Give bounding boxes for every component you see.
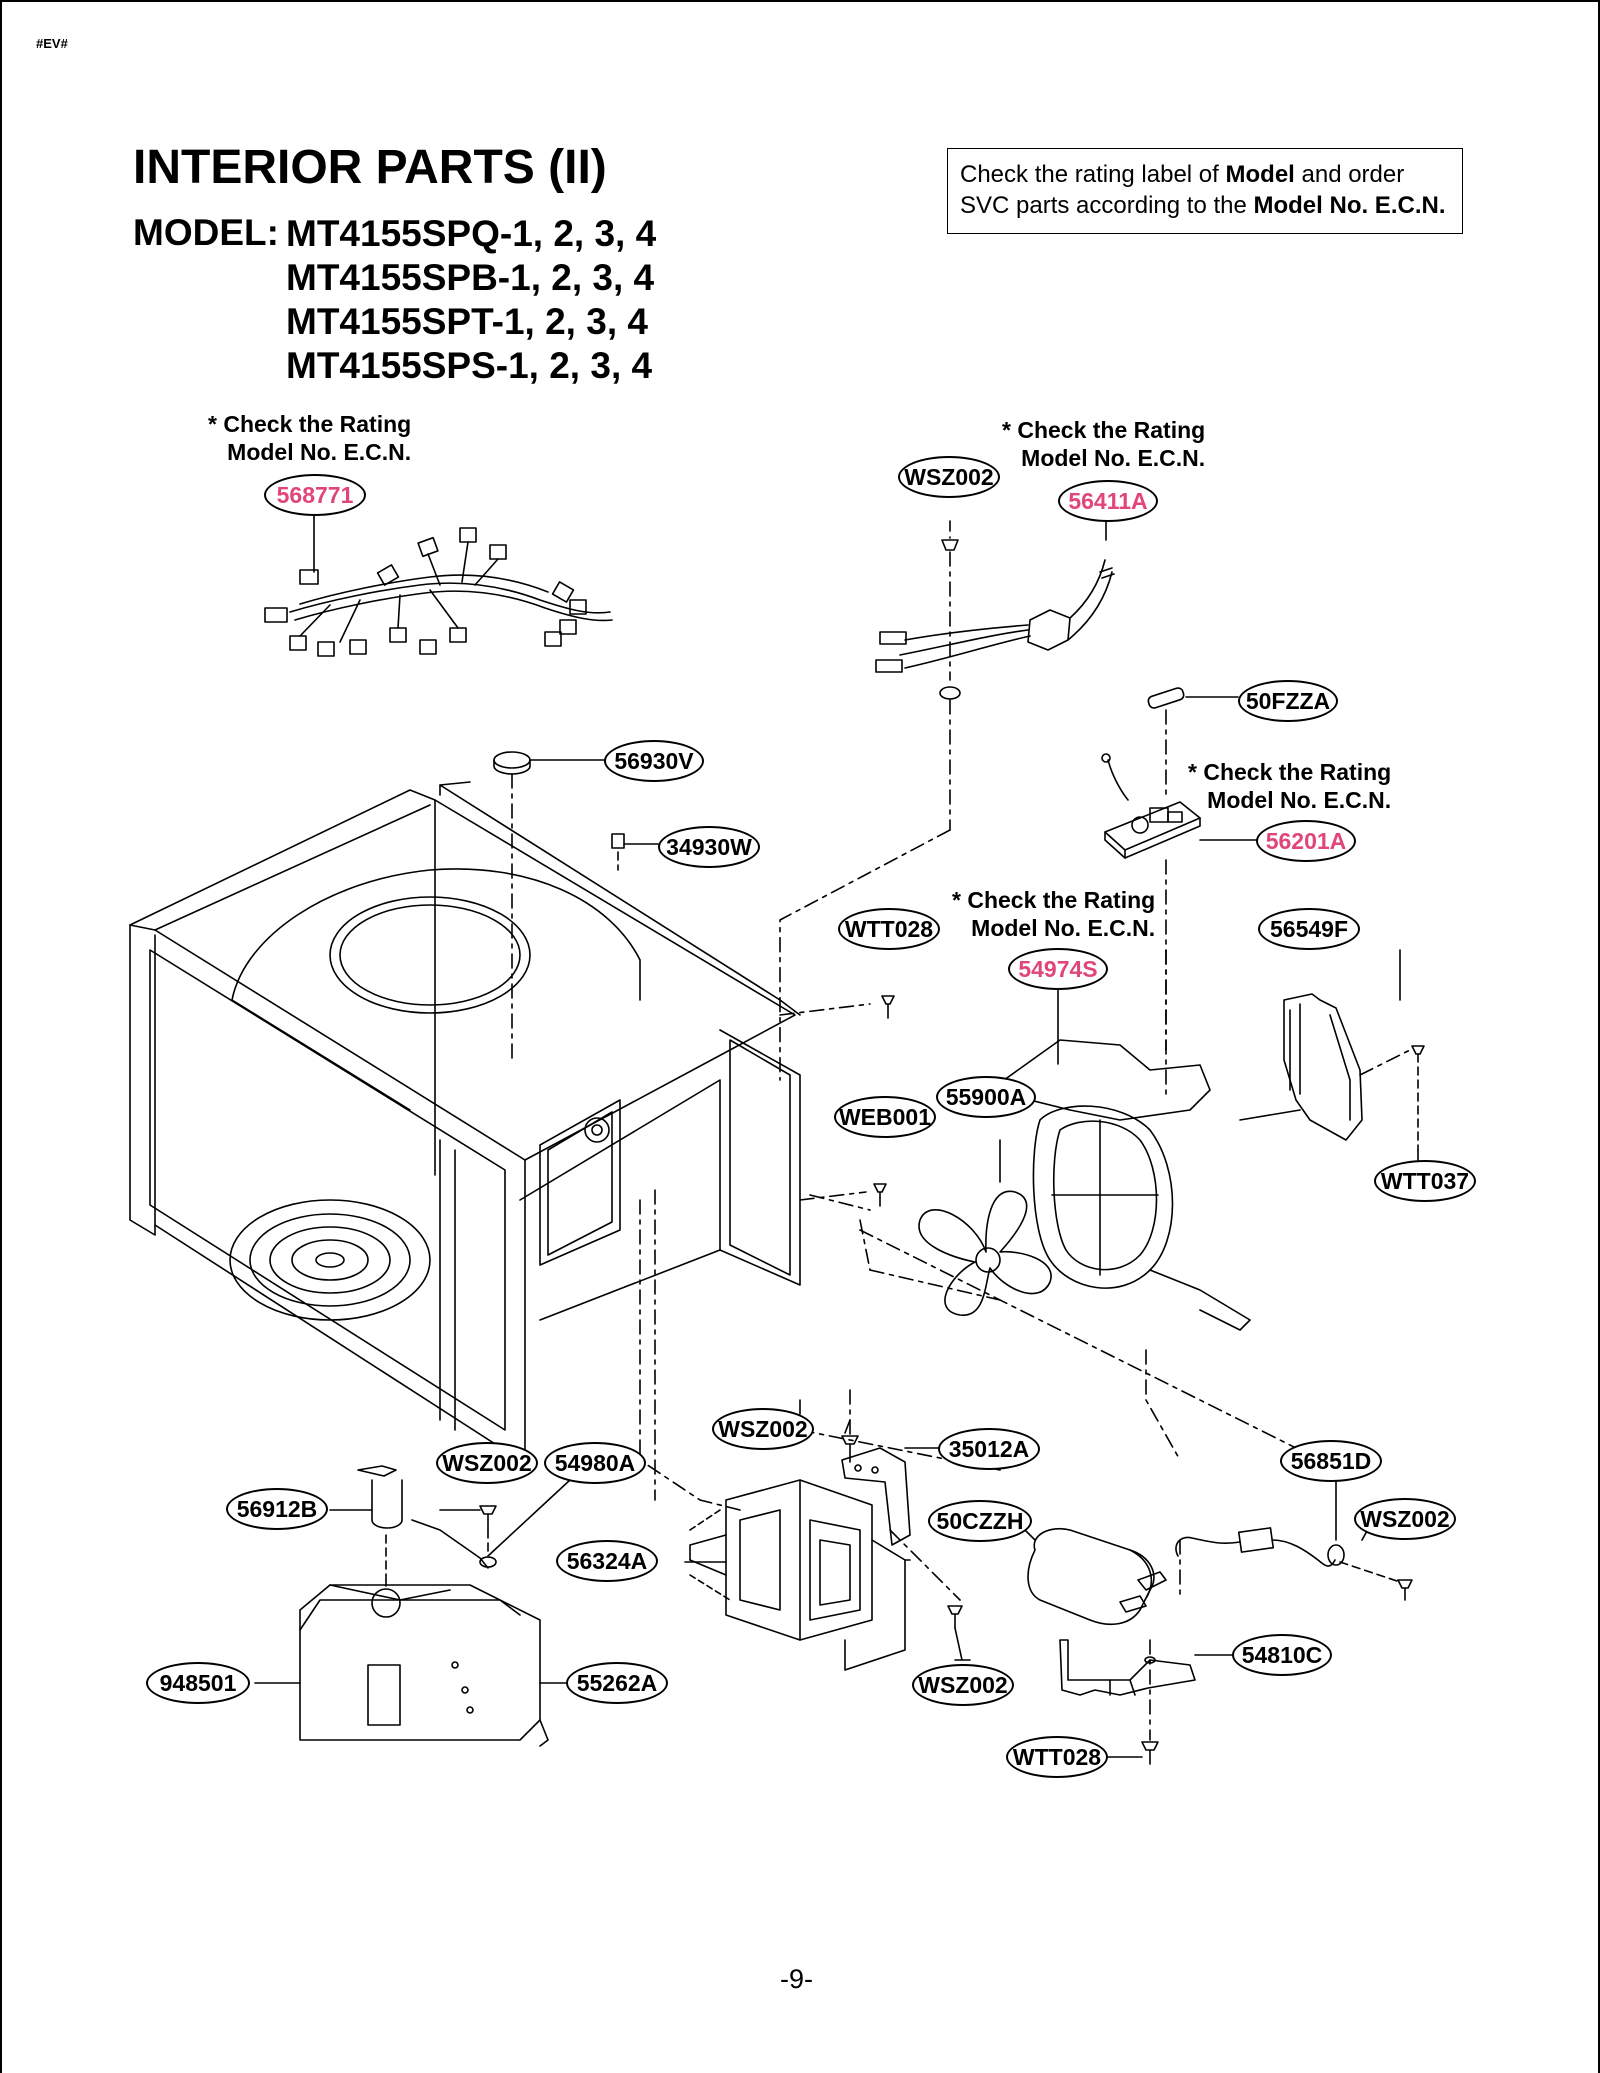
cavity-assembly-illustration xyxy=(129,781,801,1461)
part-callout-56324a: 56324A xyxy=(556,1540,658,1582)
note-text: and order xyxy=(1294,161,1405,188)
part-callout-wsz002: WSZ002 xyxy=(1354,1498,1456,1540)
part-callout-54980a: 54980A xyxy=(544,1442,646,1484)
part-callout-wsz002: WSZ002 xyxy=(912,1664,1014,1706)
part-callout-wtt028: WTT028 xyxy=(1006,1736,1108,1778)
note-text: SVC parts according to the xyxy=(960,192,1254,219)
model-item: MT4155SPT-1, 2, 3, 4 xyxy=(286,301,648,342)
part-callout-34930w: 34930W xyxy=(658,826,760,868)
part-callout-55900a: 55900A xyxy=(936,1076,1036,1118)
check-rating-note: * Check the Rating Model No. E.C.N. xyxy=(208,411,412,465)
part-callout-54974s: 54974S xyxy=(1008,948,1108,990)
part-callout-wtt028: WTT028 xyxy=(838,908,940,950)
part-callout-web001: WEB001 xyxy=(834,1096,936,1138)
part-callout-35012a: 35012A xyxy=(938,1428,1040,1470)
part-callout-948501: 948501 xyxy=(146,1662,250,1704)
page-frame-left xyxy=(0,0,2,2073)
part-callout-56930v: 56930V xyxy=(604,740,704,782)
thermostat-illustration xyxy=(493,751,659,1061)
callout-leader-lines xyxy=(313,515,1419,1661)
diode-illustration xyxy=(1175,1479,1413,1601)
note-text: Check the rating label of xyxy=(960,161,1226,188)
model-item: MT4155SPS-1, 2, 3, 4 xyxy=(286,345,653,386)
model-item: MT4155SPQ-1, 2, 3, 4 xyxy=(286,213,657,254)
model-label: MODEL: xyxy=(133,212,279,253)
power-cord-illustration xyxy=(875,520,1115,831)
page-number: -9- xyxy=(780,1964,813,1994)
screws-illustration xyxy=(779,995,895,1207)
part-callout-56411a: 56411A xyxy=(1058,480,1158,522)
part-callout-56912b: 56912B xyxy=(226,1488,328,1530)
part-callout-56201a: 56201A xyxy=(1256,820,1356,862)
capacitor-illustration xyxy=(1014,1519,1167,1626)
note-bold: Model xyxy=(1225,161,1295,188)
assembly-guide-lines xyxy=(639,829,1341,1741)
document-code: #EV# xyxy=(36,36,68,51)
part-callout-wsz002: WSZ002 xyxy=(712,1408,814,1450)
model-item: MT4155SPB-1, 2, 3, 4 xyxy=(286,257,655,298)
fan-assembly-illustration xyxy=(809,949,1425,1331)
part-callout-56851d: 56851D xyxy=(1280,1440,1382,1482)
part-callout-wtt037: WTT037 xyxy=(1374,1160,1476,1202)
check-rating-note: * Check the Rating Model No. E.C.N. xyxy=(1188,759,1392,813)
stirrer-assembly-illustration xyxy=(254,1465,569,1747)
part-callout-55262a: 55262A xyxy=(566,1662,668,1704)
check-rating-note: * Check the Rating Model No. E.C.N. xyxy=(952,887,1156,941)
part-callout-wsz002: WSZ002 xyxy=(898,456,1000,498)
wire-harness-illustration xyxy=(264,517,613,657)
page-title: INTERIOR PARTS (II) xyxy=(133,141,607,194)
model-list: MT4155SPQ-1, 2, 3, 4 MT4155SPB-1, 2, 3, … xyxy=(286,212,656,388)
check-rating-note: * Check the Rating Model No. E.C.N. xyxy=(1002,417,1206,471)
part-callout-wsz002: WSZ002 xyxy=(436,1442,538,1484)
magnetron-illustration xyxy=(684,1435,963,1671)
ordering-note: Check the rating label of Model and orde… xyxy=(947,148,1463,234)
part-callout-54810c: 54810C xyxy=(1232,1634,1332,1676)
part-callout-50fzza: 50FZZA xyxy=(1238,680,1338,722)
fuse-and-filter-illustration xyxy=(1101,687,1259,1101)
part-callout-56549f: 56549F xyxy=(1258,908,1360,950)
capacitor-bracket-illustration xyxy=(1059,1639,1233,1765)
note-bold: Model No. E.C.N. xyxy=(1253,192,1446,219)
part-callout-568771: 568771 xyxy=(264,474,366,516)
part-callout-50czzh: 50CZZH xyxy=(928,1500,1032,1542)
